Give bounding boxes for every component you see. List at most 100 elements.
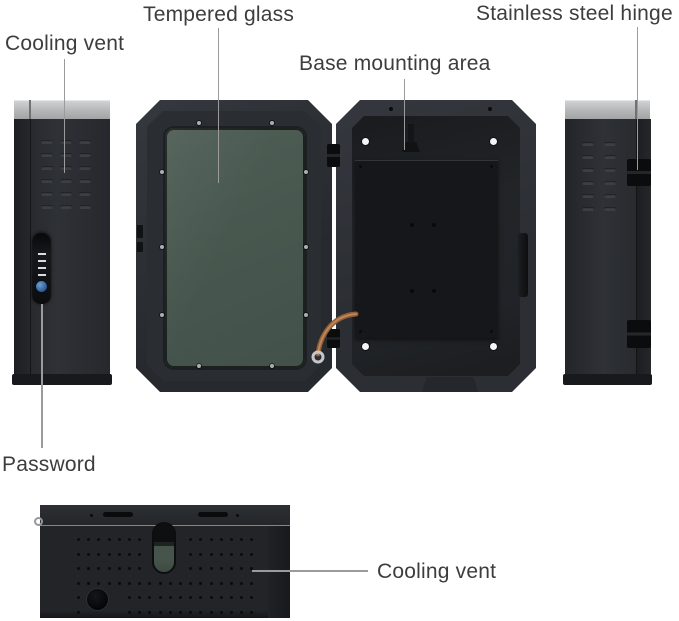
- plate-screw: [490, 165, 493, 168]
- vent-hole: [219, 538, 223, 541]
- vent-slot: [79, 179, 91, 183]
- glass-door-view: [136, 100, 332, 392]
- vent-hole: [97, 581, 101, 585]
- vent-hole: [250, 552, 254, 556]
- vent-hole: [138, 581, 142, 585]
- leader-cooling-vent-bottom: [252, 570, 368, 572]
- screw: [90, 514, 93, 517]
- plate-screw: [490, 330, 493, 333]
- label-base-mounting-area: Base mounting area: [299, 52, 491, 75]
- vent-hole: [128, 538, 131, 541]
- cabinet-base: [563, 374, 652, 385]
- vent-slot: [604, 181, 616, 185]
- stainless-steel-hinge-bottom: [627, 320, 651, 348]
- vent-hole: [219, 611, 223, 614]
- vent-hole: [87, 552, 91, 556]
- vent-slot: [604, 142, 616, 146]
- vent-slot: [582, 155, 594, 159]
- vent-hole: [117, 567, 121, 571]
- leader-stainless-steel-hinge: [636, 27, 638, 170]
- screw: [304, 170, 308, 174]
- vent-hole: [230, 567, 233, 571]
- leader-cooling-vent-top: [63, 59, 65, 173]
- vent-hole: [230, 596, 233, 600]
- vent-hole: [189, 567, 193, 571]
- screw: [197, 121, 201, 125]
- screw: [236, 514, 239, 517]
- vent-hole: [209, 596, 213, 600]
- vent-hole: [199, 538, 203, 541]
- vent-hole: [87, 538, 91, 541]
- vent-hole: [219, 581, 223, 585]
- vent-hole: [230, 581, 233, 585]
- vent-hole: [107, 552, 111, 556]
- vent-slot: [41, 192, 53, 196]
- cap-seam: [29, 100, 31, 119]
- vent-hole: [138, 538, 142, 541]
- vent-hole: [148, 611, 152, 614]
- vent-hole: [77, 596, 80, 600]
- wall-mount-hole: [490, 138, 497, 145]
- vent-hole: [209, 611, 213, 614]
- wall-mount-hole: [362, 138, 369, 145]
- vent-hole: [230, 552, 233, 556]
- cabinet-base: [12, 374, 112, 385]
- vent-hole: [107, 567, 111, 571]
- vent-slot: [79, 166, 91, 170]
- cable-notch: [422, 377, 478, 392]
- vent-slot: [41, 166, 53, 170]
- edge-slot: [198, 512, 228, 517]
- vent-hole: [128, 581, 131, 585]
- side-face: [268, 526, 290, 618]
- vent-hole: [240, 567, 244, 571]
- vent-hole: [189, 611, 193, 614]
- vent-hole: [209, 581, 213, 585]
- vent-hole: [189, 552, 193, 556]
- vent-hole: [250, 596, 254, 600]
- screw: [197, 364, 201, 368]
- vent-hole: [240, 581, 244, 585]
- wall-mount-hole: [490, 343, 497, 350]
- vent-hole: [97, 552, 101, 556]
- vent-slot: [79, 205, 91, 209]
- vent-hole: [117, 581, 121, 585]
- vent-hole: [179, 581, 182, 585]
- vent-hole: [209, 567, 213, 571]
- vent-hole: [250, 611, 254, 614]
- vent-slot: [60, 153, 72, 157]
- vent-hole: [250, 581, 254, 585]
- vent-slot: [604, 207, 616, 211]
- top-cap: [14, 100, 110, 119]
- vent-hole: [199, 567, 203, 571]
- cable-gland-hole: [87, 589, 108, 610]
- glass-reflection: [165, 128, 305, 368]
- mounting-hole: [410, 289, 414, 293]
- edge-slot: [103, 512, 133, 517]
- handle-cutout: [152, 522, 176, 574]
- vent-hole: [77, 538, 80, 541]
- screw: [488, 107, 492, 111]
- screw: [160, 245, 164, 249]
- label-password: Password: [2, 453, 96, 476]
- vent-hole: [87, 567, 91, 571]
- vent-hole: [199, 552, 203, 556]
- vent-hole: [168, 611, 172, 614]
- vent-hole: [230, 611, 233, 614]
- vent-hole: [138, 552, 142, 556]
- base-mounting-plate: [355, 160, 498, 338]
- mounting-hole: [432, 289, 436, 293]
- vent-hole: [219, 596, 223, 600]
- vent-slot: [60, 205, 72, 209]
- wall-mount-hole: [362, 343, 369, 350]
- vent-hole: [158, 596, 162, 600]
- vent-hole: [148, 596, 152, 600]
- vent-hole: [199, 596, 203, 600]
- cooling-vent-grid-left: [41, 140, 91, 209]
- screw: [160, 170, 164, 174]
- vent-hole: [138, 611, 142, 614]
- latch-tab: [137, 242, 143, 252]
- tempered-glass-panel: [165, 128, 305, 368]
- plate-screw: [359, 330, 362, 333]
- vent-hole: [168, 596, 172, 600]
